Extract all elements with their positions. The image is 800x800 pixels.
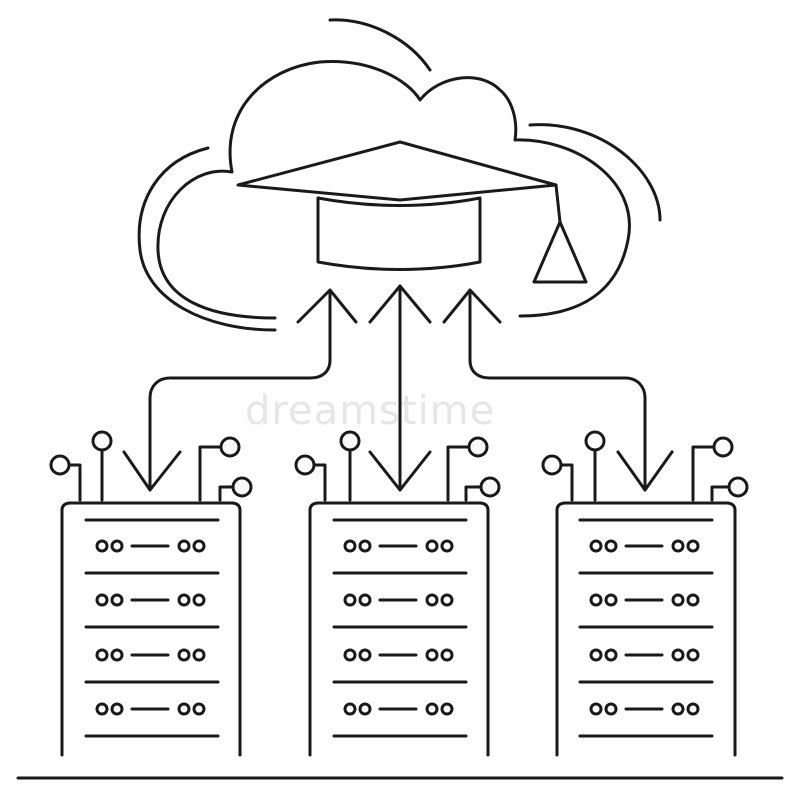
cap-crown [316, 196, 482, 271]
server-left [49, 430, 253, 757]
server-rows [332, 518, 468, 738]
cloud-outline-outer-top [328, 18, 432, 72]
cloud-outline-outer-right [528, 123, 662, 222]
cloud-outline-inner [156, 60, 631, 320]
cloud-outline-outer [137, 146, 277, 332]
arrow-up-right-icon [442, 288, 502, 324]
connectors [122, 284, 674, 492]
server-rows [84, 518, 220, 738]
server-rack-icon [49, 430, 749, 757]
server-right [541, 430, 749, 757]
cap-board [236, 140, 558, 202]
server-center [294, 430, 501, 757]
watermark-text: dreamstime [245, 388, 496, 434]
circuit-nodes-icon [294, 430, 501, 502]
circuit-nodes-icon [49, 430, 253, 502]
arrow-down-center-icon [368, 450, 432, 492]
server-frame [60, 501, 242, 757]
arrow-up-left-icon [296, 288, 358, 324]
cloud-icon [137, 18, 662, 332]
circuit-nodes-icon [541, 430, 749, 502]
server-frame [308, 501, 490, 757]
connector-left [148, 290, 332, 492]
cap-tassel [532, 220, 588, 284]
graduation-cap-icon [236, 140, 588, 284]
arrow-up-center-icon [368, 284, 432, 324]
cap-tassel-cord [554, 183, 562, 224]
connector-right [468, 290, 647, 492]
server-frame [555, 501, 737, 757]
cap-crown-top [316, 196, 482, 207]
arrow-down-left-icon [122, 450, 182, 492]
arrow-down-right-icon [616, 450, 674, 492]
server-rows [578, 518, 714, 738]
